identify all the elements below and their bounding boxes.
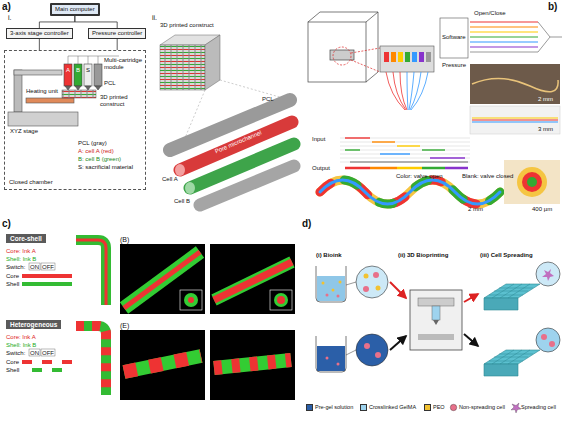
photos xyxy=(470,64,560,134)
fluorescence-images xyxy=(120,244,295,400)
figure-label: Output xyxy=(312,165,330,172)
valve-block xyxy=(380,46,434,110)
legend-shapes xyxy=(450,403,521,413)
switch-rows xyxy=(22,263,72,372)
figure-label: A xyxy=(66,67,70,74)
mode-tab: Core-shell xyxy=(6,234,46,243)
bioprinter xyxy=(410,290,462,350)
figure-label: Cell B xyxy=(174,198,190,205)
figure-label: Core xyxy=(6,273,19,280)
connector-line xyxy=(39,16,74,28)
figure-label: Pressure xyxy=(442,62,466,69)
figure-label: OFF xyxy=(42,350,54,357)
figure-label: 3D printed construct xyxy=(160,22,214,29)
figure-label: PCL (gray) xyxy=(78,140,107,147)
figure-label: OFF xyxy=(42,264,54,271)
figure-label: PCL xyxy=(262,96,274,103)
flow-arrows xyxy=(390,282,478,350)
timing-diagram xyxy=(340,138,470,168)
scaffolds xyxy=(484,262,560,376)
legend-swatch xyxy=(360,404,367,411)
legend-swatch xyxy=(424,404,431,411)
node-text: Main computer xyxy=(55,6,95,13)
panel-letter: a) xyxy=(2,1,11,13)
computer-box: Main computer xyxy=(50,3,100,16)
connector-line xyxy=(75,16,117,28)
figure-label: Core: Ink A xyxy=(6,334,36,341)
panel-letter: d) xyxy=(302,218,311,230)
panel-letter: c) xyxy=(2,218,11,230)
figure-label: B xyxy=(76,67,80,74)
figure-label: Shell xyxy=(6,281,19,288)
figure-label: Heating unit xyxy=(26,88,58,95)
figure-label: (ii) 3D Bioprinting xyxy=(398,252,448,259)
figure-label: ii. xyxy=(152,14,157,22)
figure-label: 2 mm xyxy=(468,206,483,213)
figure-label: (iii) Cell Spreading xyxy=(480,252,533,259)
control-schematic xyxy=(440,18,562,58)
tubes xyxy=(170,100,294,205)
figure-label: Software xyxy=(442,34,466,41)
figure-label: Open/Close xyxy=(474,10,506,17)
node-text: Pressure controller xyxy=(92,30,142,37)
figure-label: S: sacrificial material xyxy=(78,164,133,171)
figure-label: Shell: Ink B xyxy=(6,342,36,349)
legend-text: Crosslinked GelMA xyxy=(369,404,416,410)
figure-label: Cell A xyxy=(162,176,178,183)
node-text: Closed chamber xyxy=(9,179,53,186)
nozzle-channels xyxy=(76,240,106,395)
figure-label: 2 mm xyxy=(538,96,553,103)
figure-label: ON xyxy=(30,350,39,357)
figure-label: 3D printed construct xyxy=(100,94,144,108)
beakers xyxy=(316,266,388,372)
panel-letter: b) xyxy=(548,1,557,13)
figure-label: XYZ stage xyxy=(10,128,38,135)
figure-label: Multi-cartridge module xyxy=(104,57,146,71)
figure-label: 400 µm xyxy=(532,206,552,213)
figure-label: i. xyxy=(8,14,12,22)
figure-label: Shell: Ink B xyxy=(6,256,36,263)
figure-label: Core: Ink A xyxy=(6,248,36,255)
printer-frame xyxy=(308,12,380,82)
figure-label: Color: valve open xyxy=(396,173,443,180)
figure-label: Blank: valve closed xyxy=(462,173,513,180)
figure-label: (E) xyxy=(120,322,129,330)
figure-label: (i) Bioink xyxy=(316,252,342,259)
legend-text: Spreading cell xyxy=(521,404,556,410)
figure-label: Shell xyxy=(6,367,19,374)
fiber-cross-section xyxy=(504,160,560,204)
legend-text: Non-spreading cell xyxy=(459,404,505,410)
xyz-stage xyxy=(8,70,96,126)
figure-label: 3 mm xyxy=(538,126,553,133)
figure-label: ON xyxy=(30,264,39,271)
figure-label: PCL xyxy=(104,80,116,87)
figure-label: A: cell A (red) xyxy=(78,148,114,155)
node-text: Core-shell xyxy=(10,235,42,242)
figure-label: (B) xyxy=(120,236,129,244)
figure-label: Input xyxy=(312,136,325,143)
node-text: Heterogeneous xyxy=(10,321,57,328)
controller-box: 3-axis stage controller xyxy=(6,28,73,39)
legend-text: Pre-gel solution xyxy=(315,404,353,410)
controller-box: Pressure controller xyxy=(88,28,146,39)
legend-text: PEO xyxy=(433,404,445,410)
node-text: 3-axis stage controller xyxy=(10,30,69,37)
mode-tab: Heterogeneous xyxy=(6,320,61,329)
figure-label: S xyxy=(86,67,90,74)
figure-label: B: cell B (green) xyxy=(78,156,121,163)
connector-line xyxy=(117,39,118,50)
figure-label: Core xyxy=(6,359,19,366)
printed-fiber xyxy=(320,180,500,204)
connector-line xyxy=(39,39,40,50)
legend-swatch xyxy=(306,404,313,411)
figure-label: Switch: xyxy=(6,350,25,357)
figure-label: Switch: xyxy=(6,264,25,271)
